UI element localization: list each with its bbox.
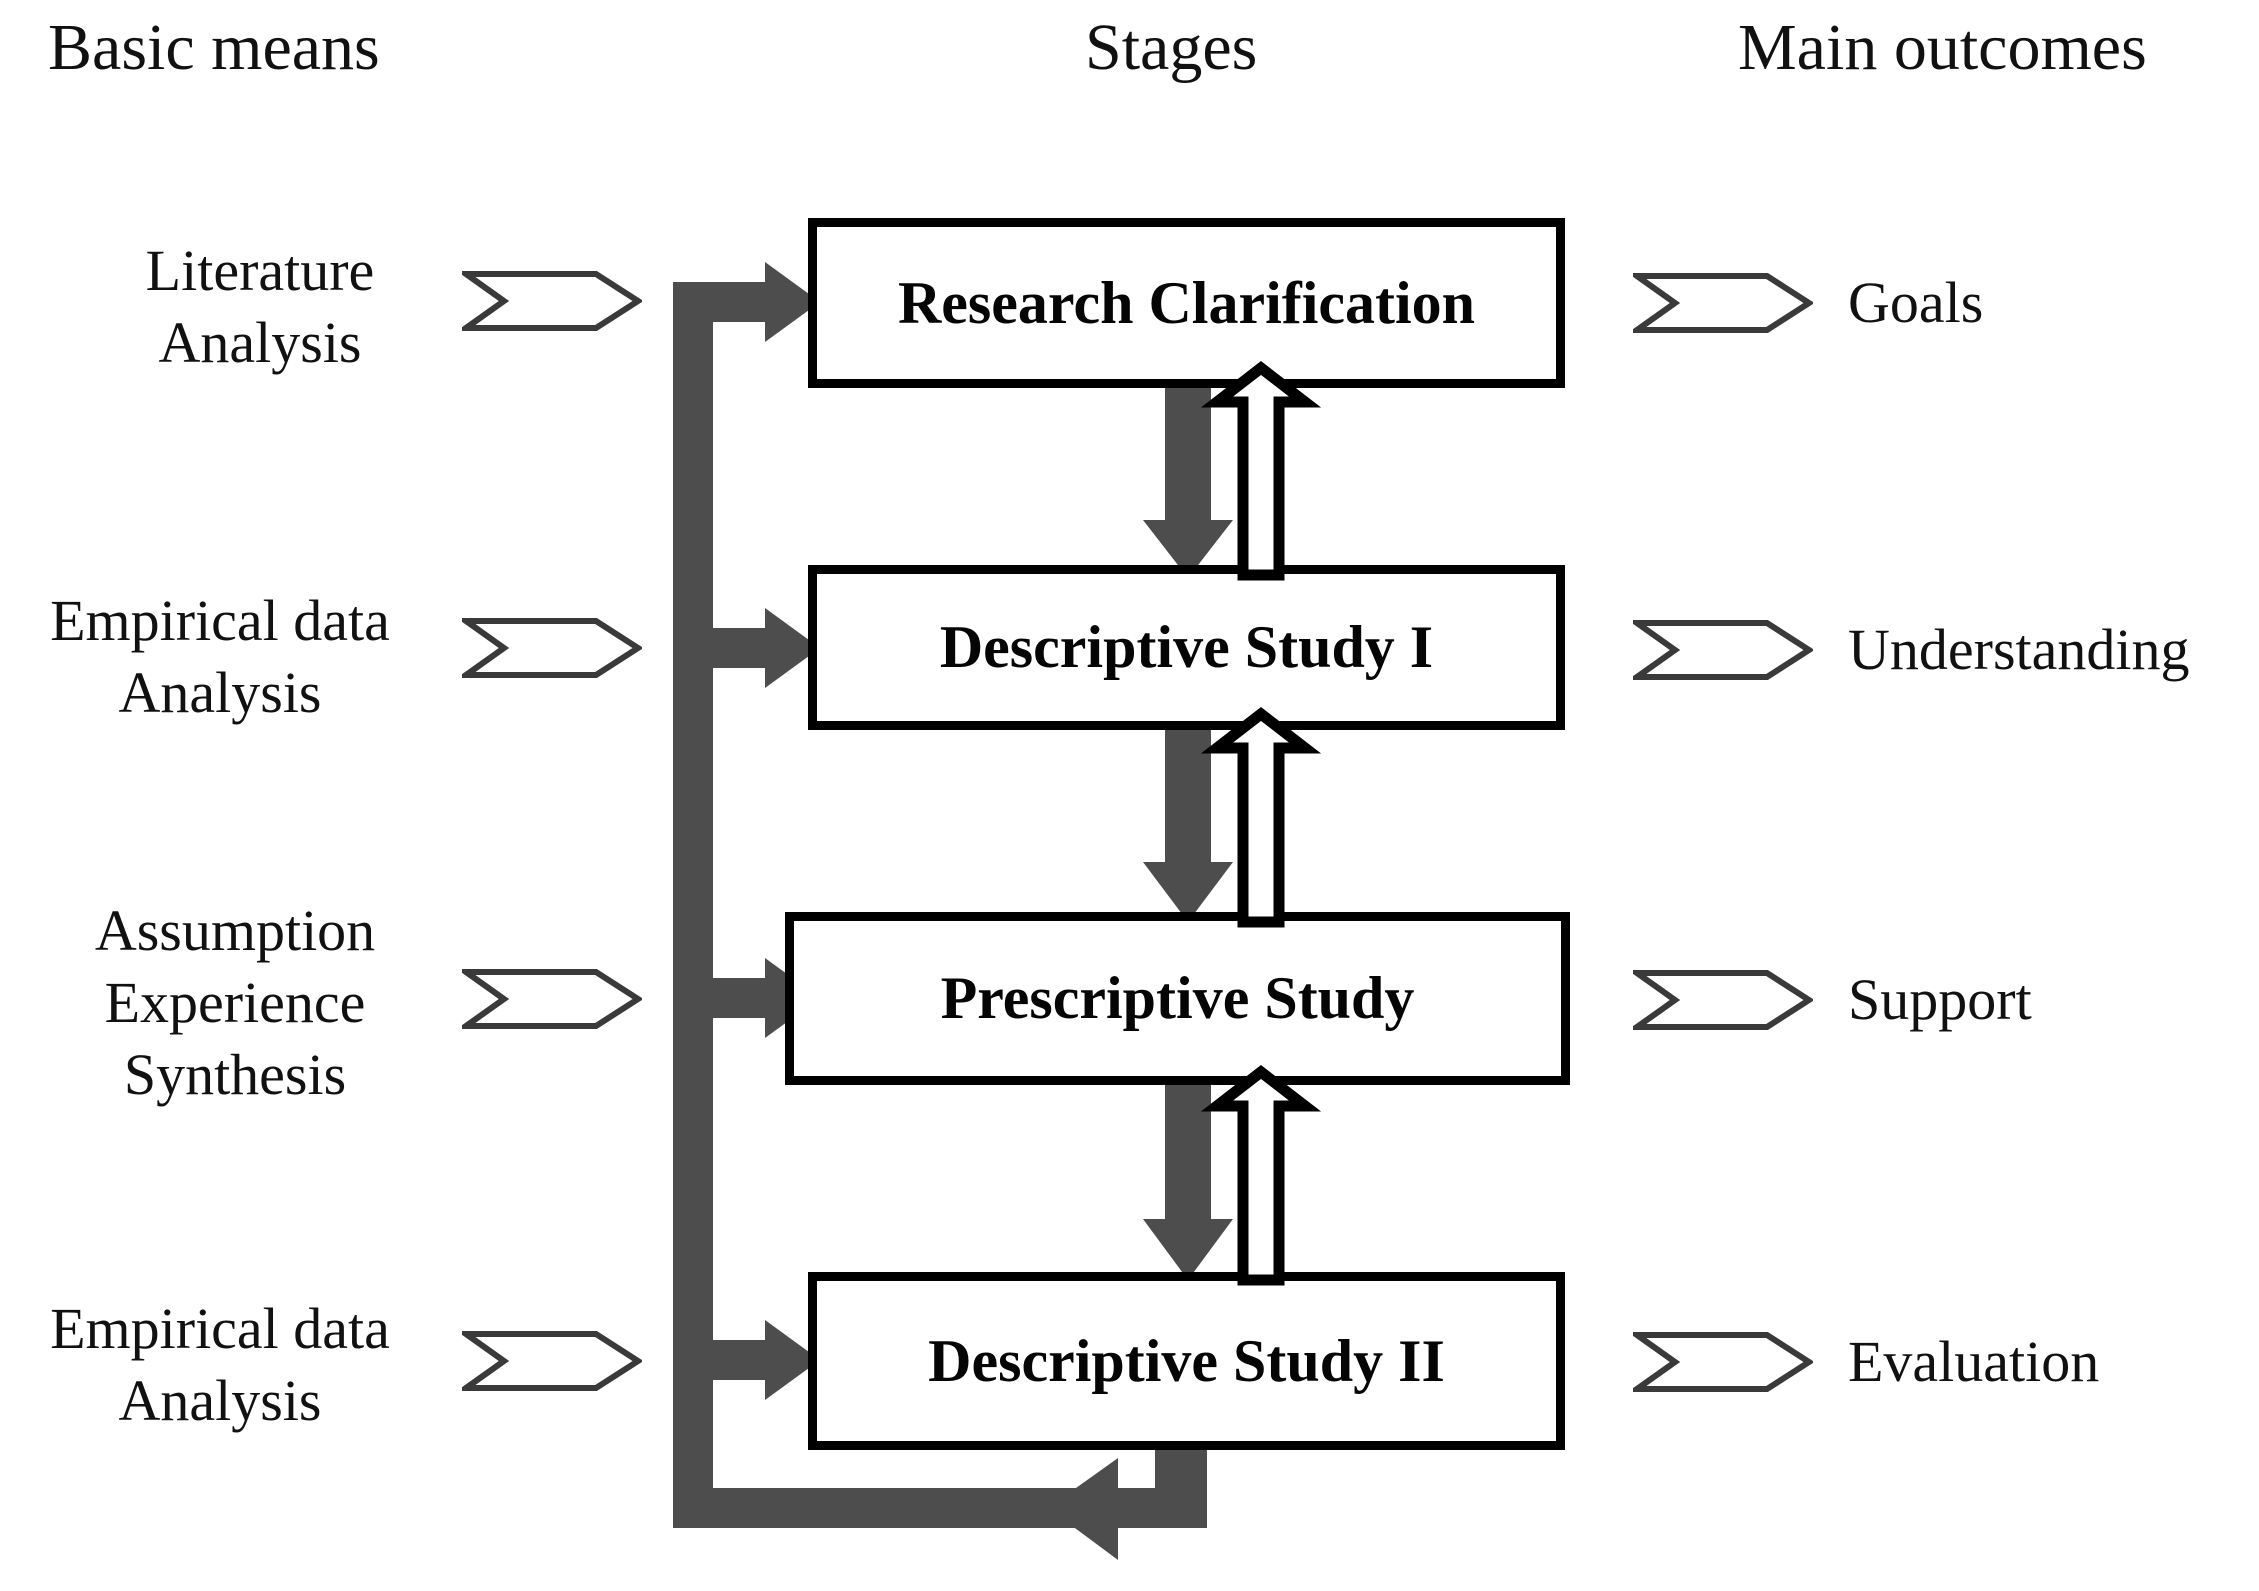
stage-box-prescriptive-study[interactable]: Prescriptive Study: [785, 912, 1570, 1085]
feed-in-arrow-4: [713, 1320, 820, 1400]
feedback-arrow-3: [1200, 1065, 1322, 1286]
feed-in-arrow-1: [713, 262, 820, 342]
chevron-right-outline-icon: [462, 969, 642, 1029]
stage-label: Prescriptive Study: [940, 965, 1415, 1031]
feed-in-spine: [673, 282, 713, 1500]
means-line: Literature: [145, 238, 375, 303]
chevron-right-outline-icon: [1633, 273, 1813, 333]
means-label-row-2: Empirical data Analysis: [0, 585, 440, 729]
column-header-basic-means: Basic means: [48, 11, 380, 84]
outcome-label-goals: Goals: [1848, 270, 1984, 335]
stage-box-research-clarification[interactable]: Research Clarification: [808, 218, 1565, 388]
stage-box-descriptive-study-ii[interactable]: Descriptive Study II: [808, 1272, 1565, 1450]
chevron-right-outline-icon: [1633, 1332, 1813, 1392]
chevron-right-outline-icon: [462, 1331, 642, 1391]
chevron-right-outline-icon: [462, 271, 642, 331]
forward-arrow-2: [1143, 728, 1233, 922]
outcome-label-support: Support: [1848, 967, 2032, 1032]
outer-feedback-loop: [673, 1450, 1207, 1560]
means-line: Analysis: [158, 309, 362, 375]
forward-arrow-1: [1143, 386, 1233, 578]
means-line: Empirical data: [50, 588, 390, 653]
outcome-label-evaluation: Evaluation: [1848, 1329, 2100, 1394]
column-header-stages: Stages: [1085, 11, 1258, 84]
stage-box-descriptive-study-i[interactable]: Descriptive Study I: [808, 565, 1565, 730]
chevron-right-outline-icon: [462, 618, 642, 678]
stage-label: Research Clarification: [897, 269, 1476, 336]
chevron-right-outline-icon: [1633, 970, 1813, 1030]
outcome-label-understanding: Understanding: [1848, 617, 2190, 682]
forward-arrow-3: [1143, 1085, 1233, 1280]
means-line: Experience: [104, 969, 366, 1035]
feedback-arrow-2: [1200, 707, 1322, 928]
means-line: Synthesis: [123, 1041, 347, 1107]
feedback-arrow-1: [1200, 361, 1322, 581]
means-label-row-4: Empirical data Analysis: [0, 1293, 440, 1437]
chevron-right-outline-icon: [1633, 620, 1813, 680]
stage-label: Descriptive Study II: [928, 1327, 1445, 1394]
means-label-row-3: Assumption Experience Synthesis: [30, 895, 440, 1111]
feed-in-arrow-2: [713, 608, 820, 688]
stage-label: Descriptive Study I: [939, 614, 1434, 680]
means-label-row-1: Literature Analysis: [80, 235, 440, 379]
column-header-main-outcomes: Main outcomes: [1738, 11, 2147, 84]
means-line: Analysis: [118, 1367, 322, 1433]
means-line: Empirical data: [50, 1296, 390, 1361]
means-line: Assumption: [94, 898, 376, 963]
means-line: Analysis: [118, 659, 322, 725]
